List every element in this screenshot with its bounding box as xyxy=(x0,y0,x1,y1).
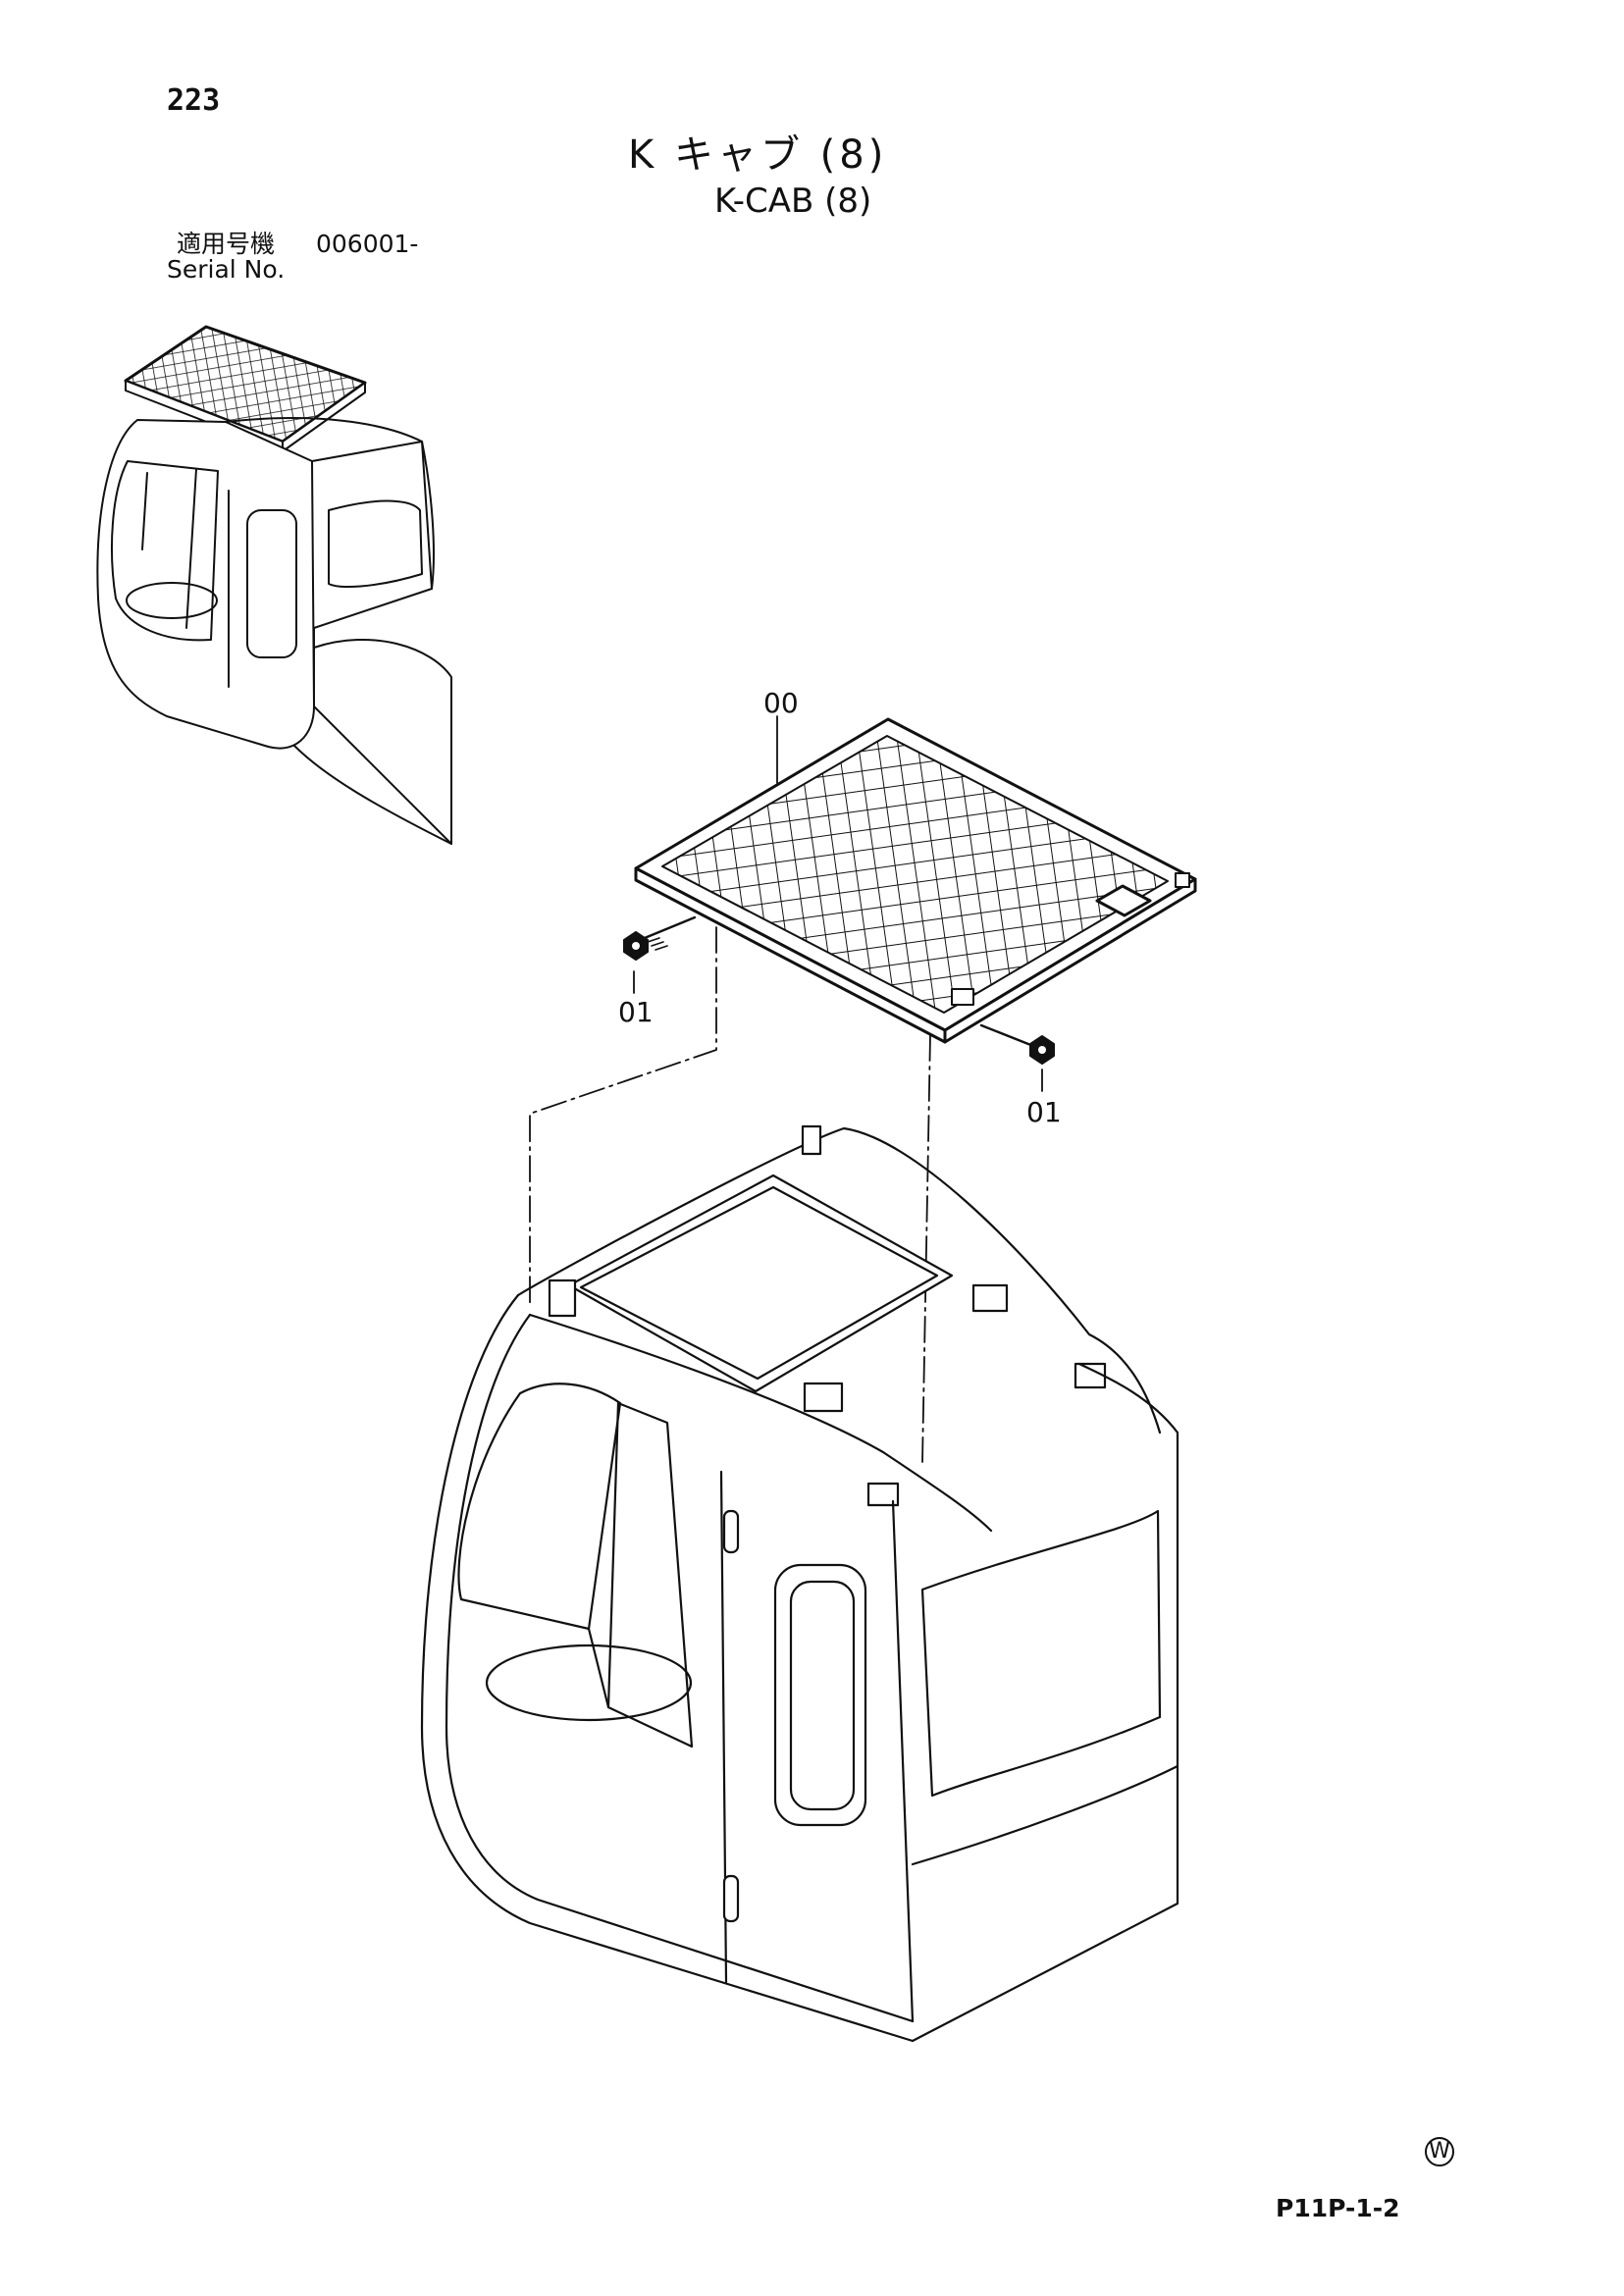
bolt-part-01-right xyxy=(979,1023,1055,1065)
bolt-part-01-left xyxy=(623,915,697,961)
installation-lines xyxy=(529,926,931,1463)
overview-cab-thumbnail xyxy=(96,325,452,845)
callout-guard-00: 00 xyxy=(763,687,799,719)
page-code: P11P-1-2 xyxy=(1276,2194,1400,2222)
page-number: 223 xyxy=(167,83,221,118)
callout-bolt-01-left: 01 xyxy=(618,996,654,1028)
serial-number-value: 006001- xyxy=(316,230,419,258)
serial-label-english: Serial No. xyxy=(167,255,286,284)
page-title-japanese: K キャブ (8) xyxy=(628,132,888,178)
leader-lines xyxy=(633,715,1043,1092)
callout-bolt-01-right: 01 xyxy=(1026,1096,1062,1128)
roof-guard-part-00 xyxy=(634,717,1197,1044)
serial-label-japanese: 適用号機 xyxy=(177,230,276,258)
watermark-circle-w-icon: W xyxy=(1425,2137,1454,2166)
cab-body xyxy=(420,1124,1179,2043)
page-title-english: K-CAB (8) xyxy=(714,182,872,221)
